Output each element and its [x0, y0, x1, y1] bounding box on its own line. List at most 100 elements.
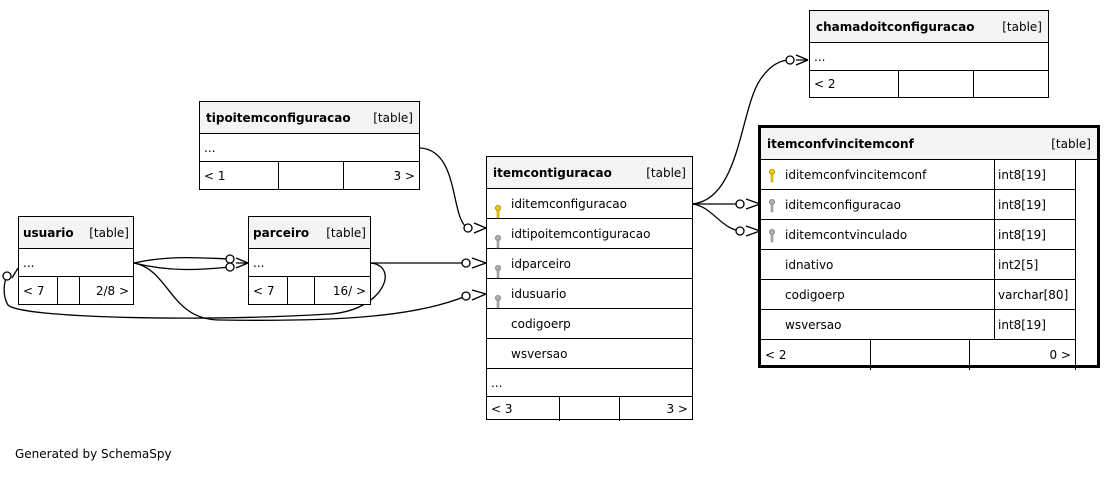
more-columns: ...: [810, 43, 1048, 71]
mid-cell: [871, 340, 970, 370]
children-count: 16/ >: [332, 283, 366, 298]
table-header: parceiro [table]: [249, 217, 370, 249]
column-name: wsversao: [511, 346, 568, 361]
parents-count: < 3: [487, 397, 560, 421]
column-name: idnativo: [785, 257, 834, 272]
edge-usuario-parceiro-a: [133, 256, 231, 264]
column-name: iditemconfiguracao: [785, 197, 901, 212]
table-side-strip: [1075, 160, 1097, 370]
table-header: usuario [table]: [19, 217, 133, 249]
column-type: int8[19]: [994, 220, 1075, 249]
mid-cell: [288, 277, 315, 304]
column-row: idnativo int2[5]: [761, 250, 1075, 280]
children-count: 2/8 >: [95, 283, 129, 298]
generated-by-label: Generated by SchemaSpy: [15, 447, 172, 461]
foreign-key-icon: [495, 234, 501, 248]
column-name: idusuario: [511, 286, 567, 301]
foreign-key-icon: [769, 198, 775, 212]
table-parceiro[interactable]: parceiro [table] ... < 7 16/ >: [248, 216, 371, 305]
table-footer: < 2: [810, 71, 1048, 97]
column-row: iditemcontvinculado int8[19]: [761, 220, 1075, 250]
column-row: idtipoitemcontiguracao: [487, 219, 692, 249]
table-footer: < 3 3 >: [487, 397, 692, 421]
table-tipoitemconfiguracao[interactable]: tipoitemconfiguracao [table] ... < 1 3 >: [199, 101, 420, 190]
foreign-key-icon: [495, 264, 501, 278]
table-itemconfvincitemconf[interactable]: itemconfvincitemconf [table] iditemconfv…: [758, 125, 1100, 370]
column-row: iditemconfiguracao int8[19]: [761, 190, 1075, 220]
table-type: [table]: [373, 110, 413, 125]
table-name: parceiro: [253, 225, 310, 240]
column-name: codigoerp: [785, 287, 845, 302]
table-header: chamadoitconfiguracao [table]: [810, 11, 1048, 43]
primary-key-icon: [495, 204, 501, 218]
column-type: int2[5]: [994, 250, 1075, 279]
more-columns: ...: [19, 249, 133, 277]
table-type: [table]: [646, 165, 686, 180]
column-type: int8[19]: [994, 190, 1075, 219]
column-row: codigoerp: [487, 309, 692, 339]
table-type: [table]: [89, 225, 129, 240]
column-name: iditemconfvincitemconf: [785, 167, 927, 182]
table-footer: < 7 16/ >: [249, 277, 370, 304]
table-type: [table]: [1002, 19, 1042, 34]
column-row: codigoerp varchar[80]: [761, 280, 1075, 310]
edge-usuario-item: [133, 262, 467, 321]
children-count: 3 >: [666, 402, 688, 416]
children-count: 3 >: [393, 168, 415, 183]
edge-usuario-parceiro-b: [133, 262, 231, 271]
column-type: int8[19]: [994, 310, 1075, 339]
mid-cell: [58, 277, 80, 304]
primary-key-icon: [769, 168, 775, 182]
column-name: iditemcontvinculado: [785, 227, 908, 242]
children-count: [974, 71, 1048, 97]
parents-count: < 1: [200, 162, 279, 189]
table-name: usuario: [23, 225, 74, 240]
table-header: itemconfvincitemconf [table]: [761, 128, 1097, 160]
table-type: [table]: [1051, 136, 1091, 151]
mid-cell: [560, 397, 620, 421]
table-name: itemconfvincitemconf: [767, 136, 914, 151]
table-name: chamadoitconfiguracao: [816, 19, 975, 34]
mid-cell: [279, 162, 344, 189]
foreign-key-icon: [495, 294, 501, 308]
column-type: int8[19]: [994, 160, 1075, 189]
children-count: 0 >: [1049, 348, 1071, 362]
table-usuario[interactable]: usuario [table] ... < 7 2/8 >: [18, 216, 134, 305]
table-header: itemcontiguracao [table]: [487, 157, 692, 189]
column-row: wsversao int8[19]: [761, 310, 1075, 340]
mid-cell: [899, 71, 974, 97]
parents-count: < 2: [810, 71, 899, 97]
table-footer: < 1 3 >: [200, 162, 419, 189]
table-type: [table]: [326, 225, 366, 240]
table-name: itemcontiguracao: [493, 165, 612, 180]
column-row: idusuario: [487, 279, 692, 309]
columns-list: iditemconfvincitemconf int8[19] iditemco…: [761, 160, 1075, 370]
parents-count: < 2: [761, 340, 871, 370]
column-row: iditemconfvincitemconf int8[19]: [761, 160, 1075, 190]
parents-count: < 7: [249, 277, 288, 304]
foreign-key-icon: [769, 228, 775, 242]
edge-chamado-item: [691, 59, 791, 205]
more-columns: ...: [249, 249, 370, 277]
table-footer: < 2 0 >: [761, 340, 1075, 370]
column-name: wsversao: [785, 317, 842, 332]
column-row: idparceiro: [487, 249, 692, 279]
table-header: tipoitemconfiguracao [table]: [200, 102, 419, 134]
more-columns: ...: [487, 369, 692, 397]
edge-item-vinc-b: [691, 203, 741, 232]
column-name: idparceiro: [511, 256, 571, 271]
column-row: iditemconfiguracao: [487, 189, 692, 219]
edge-tipo-item: [419, 147, 469, 229]
column-type: varchar[80]: [994, 280, 1075, 309]
table-chamadoitconfiguracao[interactable]: chamadoitconfiguracao [table] ... < 2: [809, 10, 1049, 98]
column-row: wsversao: [487, 339, 692, 369]
table-itemconfiguracao[interactable]: itemcontiguracao [table] iditemconfigura…: [486, 156, 693, 421]
columns-area: iditemconfvincitemconf int8[19] iditemco…: [761, 160, 1097, 370]
column-name: codigoerp: [511, 316, 571, 331]
column-name: idtipoitemcontiguracao: [511, 226, 651, 241]
table-name: tipoitemconfiguracao: [206, 110, 351, 125]
more-columns: ...: [200, 134, 419, 162]
parents-count: < 7: [19, 277, 58, 304]
table-footer: < 7 2/8 >: [19, 277, 133, 304]
